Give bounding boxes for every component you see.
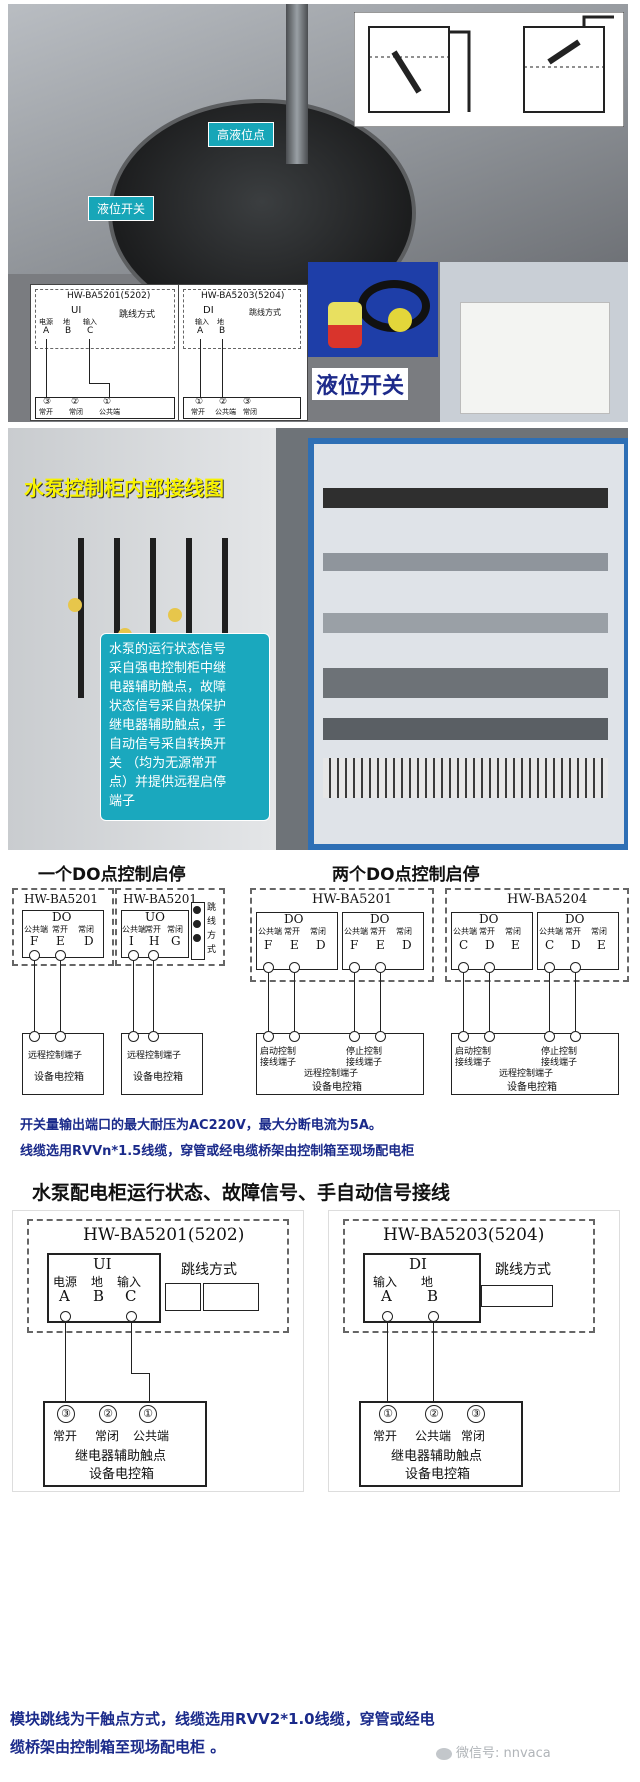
- di-mini-model: HW-BA5203(5204): [201, 291, 285, 301]
- signal-heading: 水泵配电柜运行状态、故障信号、手自动信号接线: [32, 1182, 451, 1204]
- do-diagram-3: HW-BA5201 DO DO 公共端 常开 常闭 公共端 常开 常闭 F E …: [250, 888, 435, 1096]
- cabinet-title: 水泵控制柜内部接线图: [24, 476, 224, 500]
- di-mini-jumper: 跳线方式: [249, 308, 281, 317]
- heading-two-do: 两个DO点控制启停: [332, 865, 480, 885]
- di-signal-diagram: HW-BA5203(5204) DI 跳线方式 输入 地 A B ① ② ③ 常…: [328, 1210, 620, 1492]
- ui-mini-model: HW-BA5201(5202): [67, 291, 151, 301]
- ui-mini-jumper: 跳线方式: [119, 310, 156, 320]
- level-switch-title: 液位开关: [312, 368, 409, 400]
- di-mini-diagram: HW-BA5203(5204) DI 跳线方式 输入 地 A B ① ② ③ 常…: [178, 284, 308, 421]
- do-note-cable: 线缆选用RVVn*1.5线缆，穿管或经电缆桥架由控制箱至现场配电柜: [20, 1144, 415, 1159]
- do-diagram-1: HW-BA5201 DO 公共端 常开 常闭 F E D 远程控制端子 设备电控…: [12, 888, 114, 1096]
- float-switch-diagram: [354, 12, 624, 127]
- callout-level-switch: 液位开关: [88, 196, 155, 221]
- ui-mini-diagram: HW-BA5201(5202) UI 跳线方式 电源 地 输入 A B C ③ …: [30, 284, 182, 421]
- water-tank-photo: [440, 262, 628, 422]
- ui-signal-diagram: HW-BA5201(5202) UI 跳线方式 电源 地 输入 A B C ③ …: [12, 1210, 304, 1492]
- float-switch-photo: [308, 262, 438, 357]
- wechat-icon: [436, 1747, 452, 1760]
- do-note-voltage: 开关量输出端口的最大耐压为AC220V，最大分断电流为5A。: [20, 1118, 382, 1133]
- pipe: [286, 4, 308, 164]
- tank-photo: 高液位点 液位开关 HW-BA5201(5202) UI 跳线方式 电源 地 输…: [8, 4, 628, 422]
- di-mini-label: DI: [203, 305, 214, 316]
- do-diagram-2: HW-BA5201 UO 公共端 常开 常闭 I H G 跳 线 方 式 远程控…: [115, 888, 225, 1096]
- footer-note-line-2: 缆桥架由控制箱至现场配电柜 。: [10, 1738, 226, 1756]
- callout-high-level: 高液位点: [208, 122, 275, 147]
- heading-one-do: 一个DO点控制启停: [38, 865, 186, 885]
- wechat-watermark: 微信号: nnvaca: [436, 1742, 551, 1761]
- do-diagram-4: HW-BA5204 DO DO 公共端 常开 常闭 公共端 常开 常闭 C D …: [445, 888, 630, 1096]
- cabinet-callout: 水泵的运行状态信号 采自强电控制柜中继 电器辅助触点，故障 状态信号采自热保护 …: [100, 633, 270, 821]
- ui-mini-label: UI: [71, 305, 82, 316]
- footer-note-line-1: 模块跳线为干触点方式，线缆选用RVV2*1.0线缆，穿管或经电: [10, 1710, 435, 1728]
- cabinet-photo: 水泵控制柜内部接线图 水泵的运行状态信号 采自强电控制柜中继 电器辅助触点，故障…: [8, 428, 628, 850]
